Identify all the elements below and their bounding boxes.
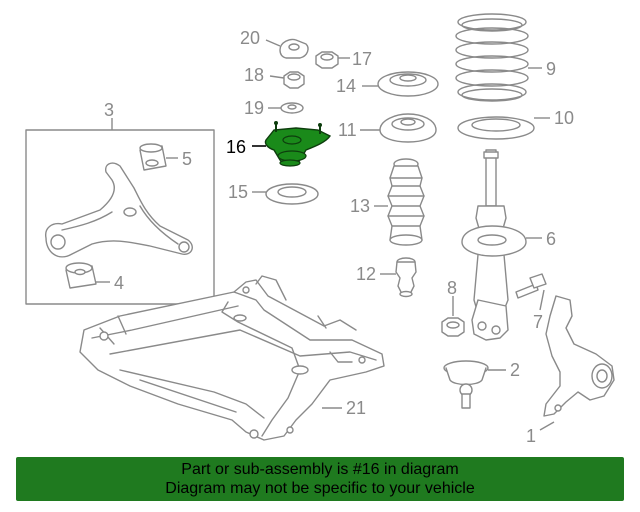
lower-control-arm[interactable]: [45, 162, 193, 258]
bushing-5[interactable]: [139, 143, 167, 171]
insulator-14[interactable]: [377, 71, 439, 97]
callout-17[interactable]: 17: [352, 49, 372, 69]
callout-8[interactable]: 8: [447, 278, 457, 298]
callout-18[interactable]: 18: [244, 65, 264, 85]
nut-8[interactable]: [441, 317, 465, 337]
coil-spring-9[interactable]: [455, 13, 529, 102]
strut-assembly-6[interactable]: [461, 149, 527, 341]
nut-18[interactable]: [283, 71, 305, 89]
control-arm-group: 3 5 4: [25, 100, 215, 305]
upper-mount-group: 20 17 18 19: [226, 28, 372, 205]
bearing-15[interactable]: [265, 183, 319, 205]
callout-16[interactable]: 16: [226, 137, 246, 157]
strut-mount-16[interactable]: [264, 121, 332, 167]
bump-stop-12[interactable]: [395, 257, 417, 298]
parts-diagram: 3 5 4 20: [25, 13, 615, 446]
spring-pad-10[interactable]: [457, 116, 535, 140]
callout-20[interactable]: 20: [240, 28, 260, 48]
insulator-group: 14 11 13 12: [336, 71, 439, 298]
callout-13[interactable]: 13: [350, 196, 370, 216]
banner-line-2: Diagram may not be specific to your vehi…: [165, 480, 475, 497]
callout-15[interactable]: 15: [228, 182, 248, 202]
callout-11[interactable]: 11: [338, 120, 357, 140]
nut-17[interactable]: [315, 51, 339, 69]
callout-5[interactable]: 5: [182, 149, 192, 169]
strut-group: 9 10 6 8: [441, 13, 615, 446]
control-arm-box: [25, 129, 215, 305]
ball-joint-2[interactable]: [443, 360, 489, 409]
callout-19[interactable]: 19: [244, 98, 264, 118]
callout-4[interactable]: 4: [114, 273, 124, 293]
callout-21[interactable]: 21: [346, 398, 366, 418]
callout-7[interactable]: 7: [533, 312, 543, 332]
callout-14[interactable]: 14: [336, 76, 356, 96]
callout-3[interactable]: 3: [104, 100, 114, 120]
callout-6[interactable]: 6: [546, 229, 556, 249]
washer-19[interactable]: [280, 102, 304, 114]
callout-10[interactable]: 10: [554, 108, 574, 128]
info-banner: Part or sub-assembly is #16 in diagram D…: [16, 457, 624, 501]
cap-20[interactable]: [279, 38, 309, 59]
subframe-21[interactable]: [79, 275, 385, 441]
banner-line-1: Part or sub-assembly is #16 in diagram: [181, 461, 459, 478]
insulator-11[interactable]: [379, 113, 437, 143]
knuckle-1[interactable]: [543, 295, 615, 417]
bushing-4[interactable]: [65, 262, 97, 289]
dust-boot-13[interactable]: [387, 158, 425, 246]
callout-2[interactable]: 2: [510, 360, 520, 380]
bolt-7[interactable]: [515, 273, 547, 299]
callout-12[interactable]: 12: [356, 264, 376, 284]
callout-9[interactable]: 9: [546, 59, 556, 79]
callout-1[interactable]: 1: [526, 426, 536, 446]
